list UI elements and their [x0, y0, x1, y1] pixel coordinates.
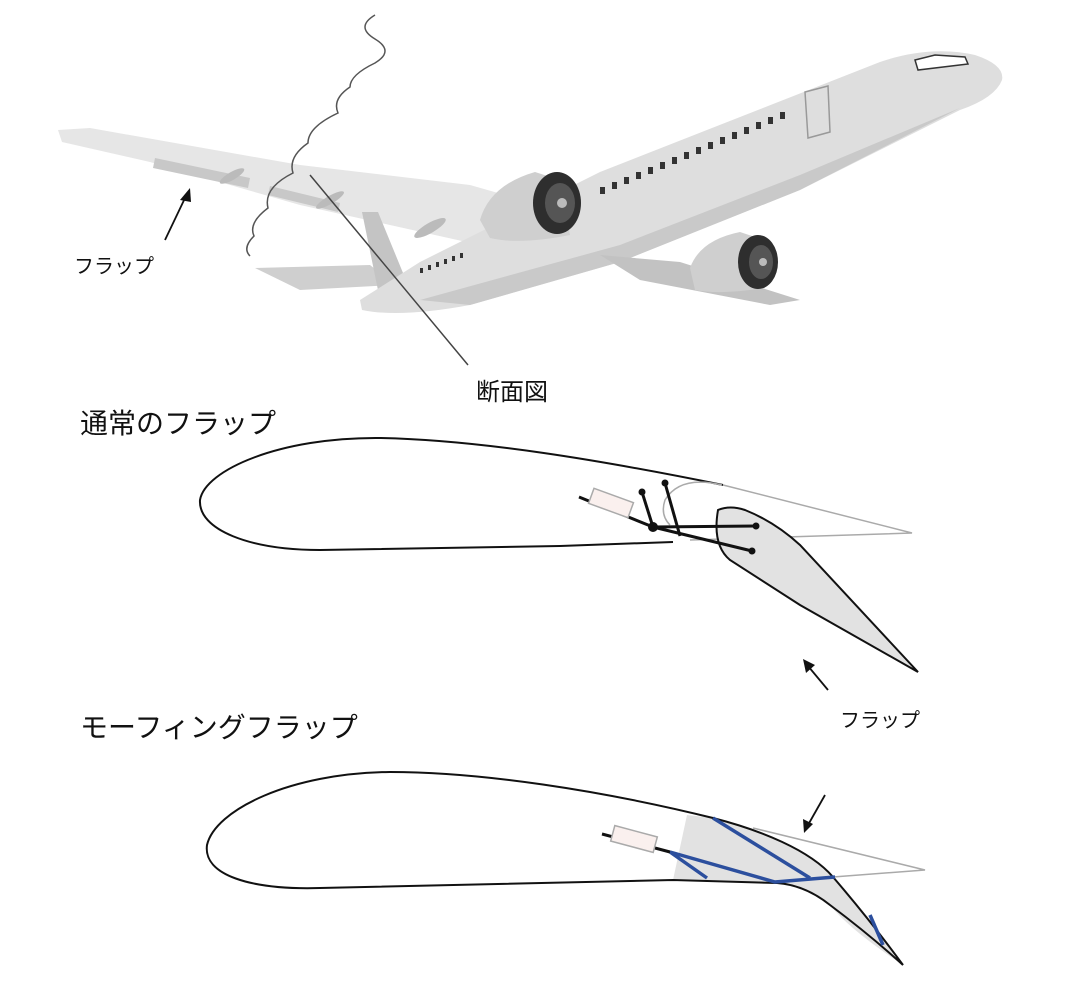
airfoil-outline [205, 770, 904, 966]
flap-fairing [219, 168, 245, 184]
flap-arrow-top [164, 188, 191, 241]
morphing-structure [668, 816, 885, 946]
actuator [578, 487, 654, 529]
airfoil-outline [198, 436, 724, 552]
fuselage-shade [420, 108, 960, 305]
conventional-flap-section [198, 436, 919, 673]
left-wing [58, 128, 540, 245]
cabin-windows [420, 112, 785, 273]
morphing-flap-section [205, 770, 926, 966]
airplane-illustration [58, 14, 1003, 366]
flap-retracted-arc [662, 481, 723, 526]
morphing-flap-title: モーフィングフラップ [80, 711, 358, 744]
flap-label-middle: フラップ [840, 708, 920, 732]
deployed-flap [715, 506, 919, 673]
flap-fairing [414, 218, 446, 238]
section-leader-line [309, 174, 469, 366]
flap-label-airplane: フラップ [74, 254, 154, 278]
cockpit-windows [914, 54, 970, 71]
flap-arrow-up [803, 659, 829, 691]
cross-section-label: 断面図 [476, 378, 548, 406]
flap-linkage [638, 479, 760, 555]
flap-arrow-down [803, 794, 826, 833]
airfoil-trailing-ghost [752, 827, 926, 878]
engine-right [690, 232, 778, 293]
morphing-flap-fill [673, 815, 903, 965]
fuselage [360, 51, 1003, 314]
horizontal-stabilizer [255, 265, 395, 290]
section-cut-wavy-line [246, 14, 386, 257]
engine-left [480, 172, 581, 241]
conventional-flap-title: 通常のフラップ [80, 407, 277, 440]
door [804, 85, 831, 139]
actuator [601, 824, 671, 854]
